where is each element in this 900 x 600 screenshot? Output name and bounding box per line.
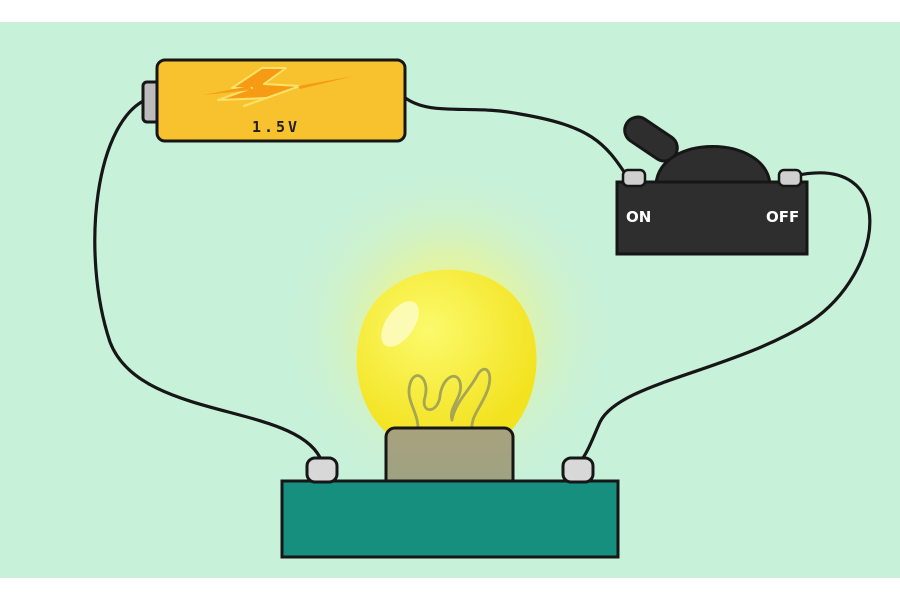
switch-dome — [654, 145, 772, 186]
wires — [93, 95, 872, 464]
battery-body — [155, 58, 407, 143]
wire-battery-to-switch — [402, 95, 630, 180]
circuit-base — [280, 456, 620, 559]
base-terminal-right — [561, 456, 595, 484]
switch-terminal-left — [621, 168, 647, 188]
switch-terminal-right — [777, 168, 803, 188]
switch-body — [615, 180, 809, 256]
bulb-socket — [384, 426, 515, 490]
base-platform — [280, 479, 620, 559]
switch-on-label: ON — [626, 208, 652, 226]
bulb-glass — [356, 269, 537, 442]
base-terminal-left — [305, 456, 339, 484]
circuit-illustration — [93, 58, 872, 559]
bulb-highlight — [381, 301, 419, 347]
battery — [141, 58, 407, 143]
circuit-diagram: 1.5V ON OFF — [0, 22, 900, 578]
light-bulb — [356, 269, 537, 490]
wire-battery-to-left-terminal — [93, 96, 324, 464]
battery-voltage-label: 1.5V — [251, 118, 301, 136]
switch-off-label: OFF — [766, 208, 800, 226]
switch — [615, 115, 809, 256]
wire-switch-to-right-terminal — [578, 171, 872, 464]
